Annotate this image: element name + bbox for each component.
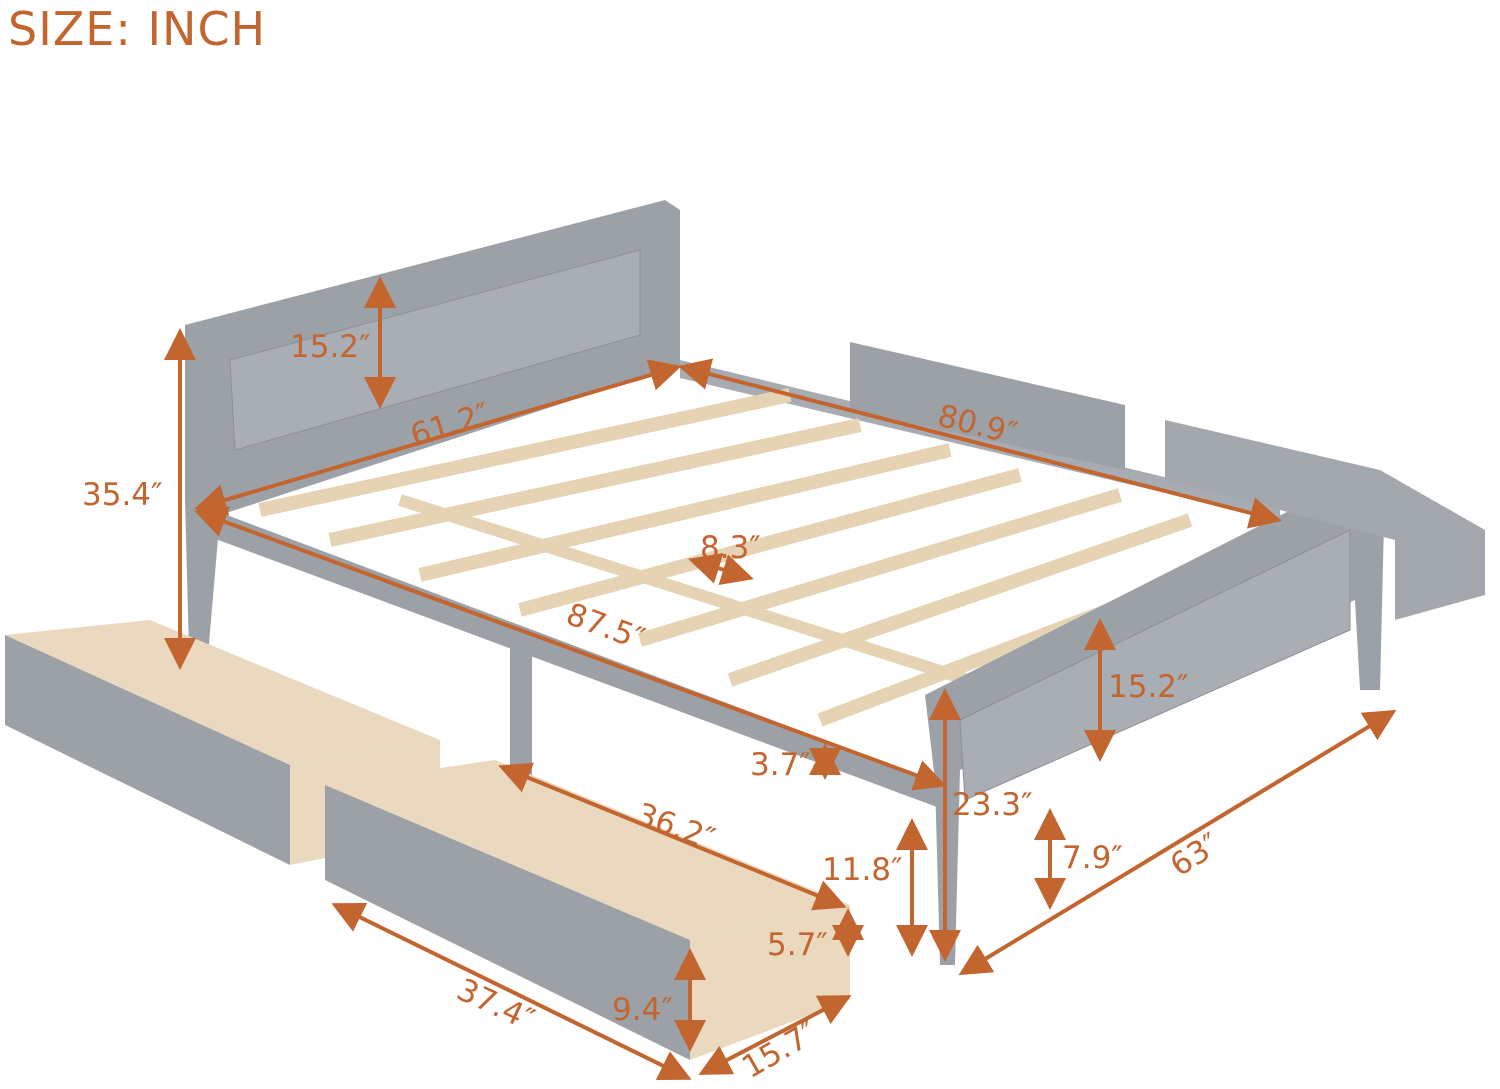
slat-gap-label: 8.3″ [700,530,761,566]
drawer-height-label: 9.4″ [612,992,673,1028]
floor-to-rail-label: 11.8″ [822,852,903,888]
dimension-arrows [164,276,1397,1081]
rail-height-label: 3.7″ [750,747,811,783]
footboard-panel-height-label: 15.2″ [1108,669,1189,705]
under-bed-clearance-label: 7.9″ [1062,840,1123,876]
headboard-panel-height-label: 15.2″ [290,329,371,365]
headboard-height-label: 35.4″ [82,477,163,513]
size-unit-title: SIZE: INCH [8,2,267,56]
drawer-inner-depth-label: 5.7″ [767,927,828,963]
drawers [5,620,850,1060]
footboard-height-label: 23.3″ [952,787,1033,823]
